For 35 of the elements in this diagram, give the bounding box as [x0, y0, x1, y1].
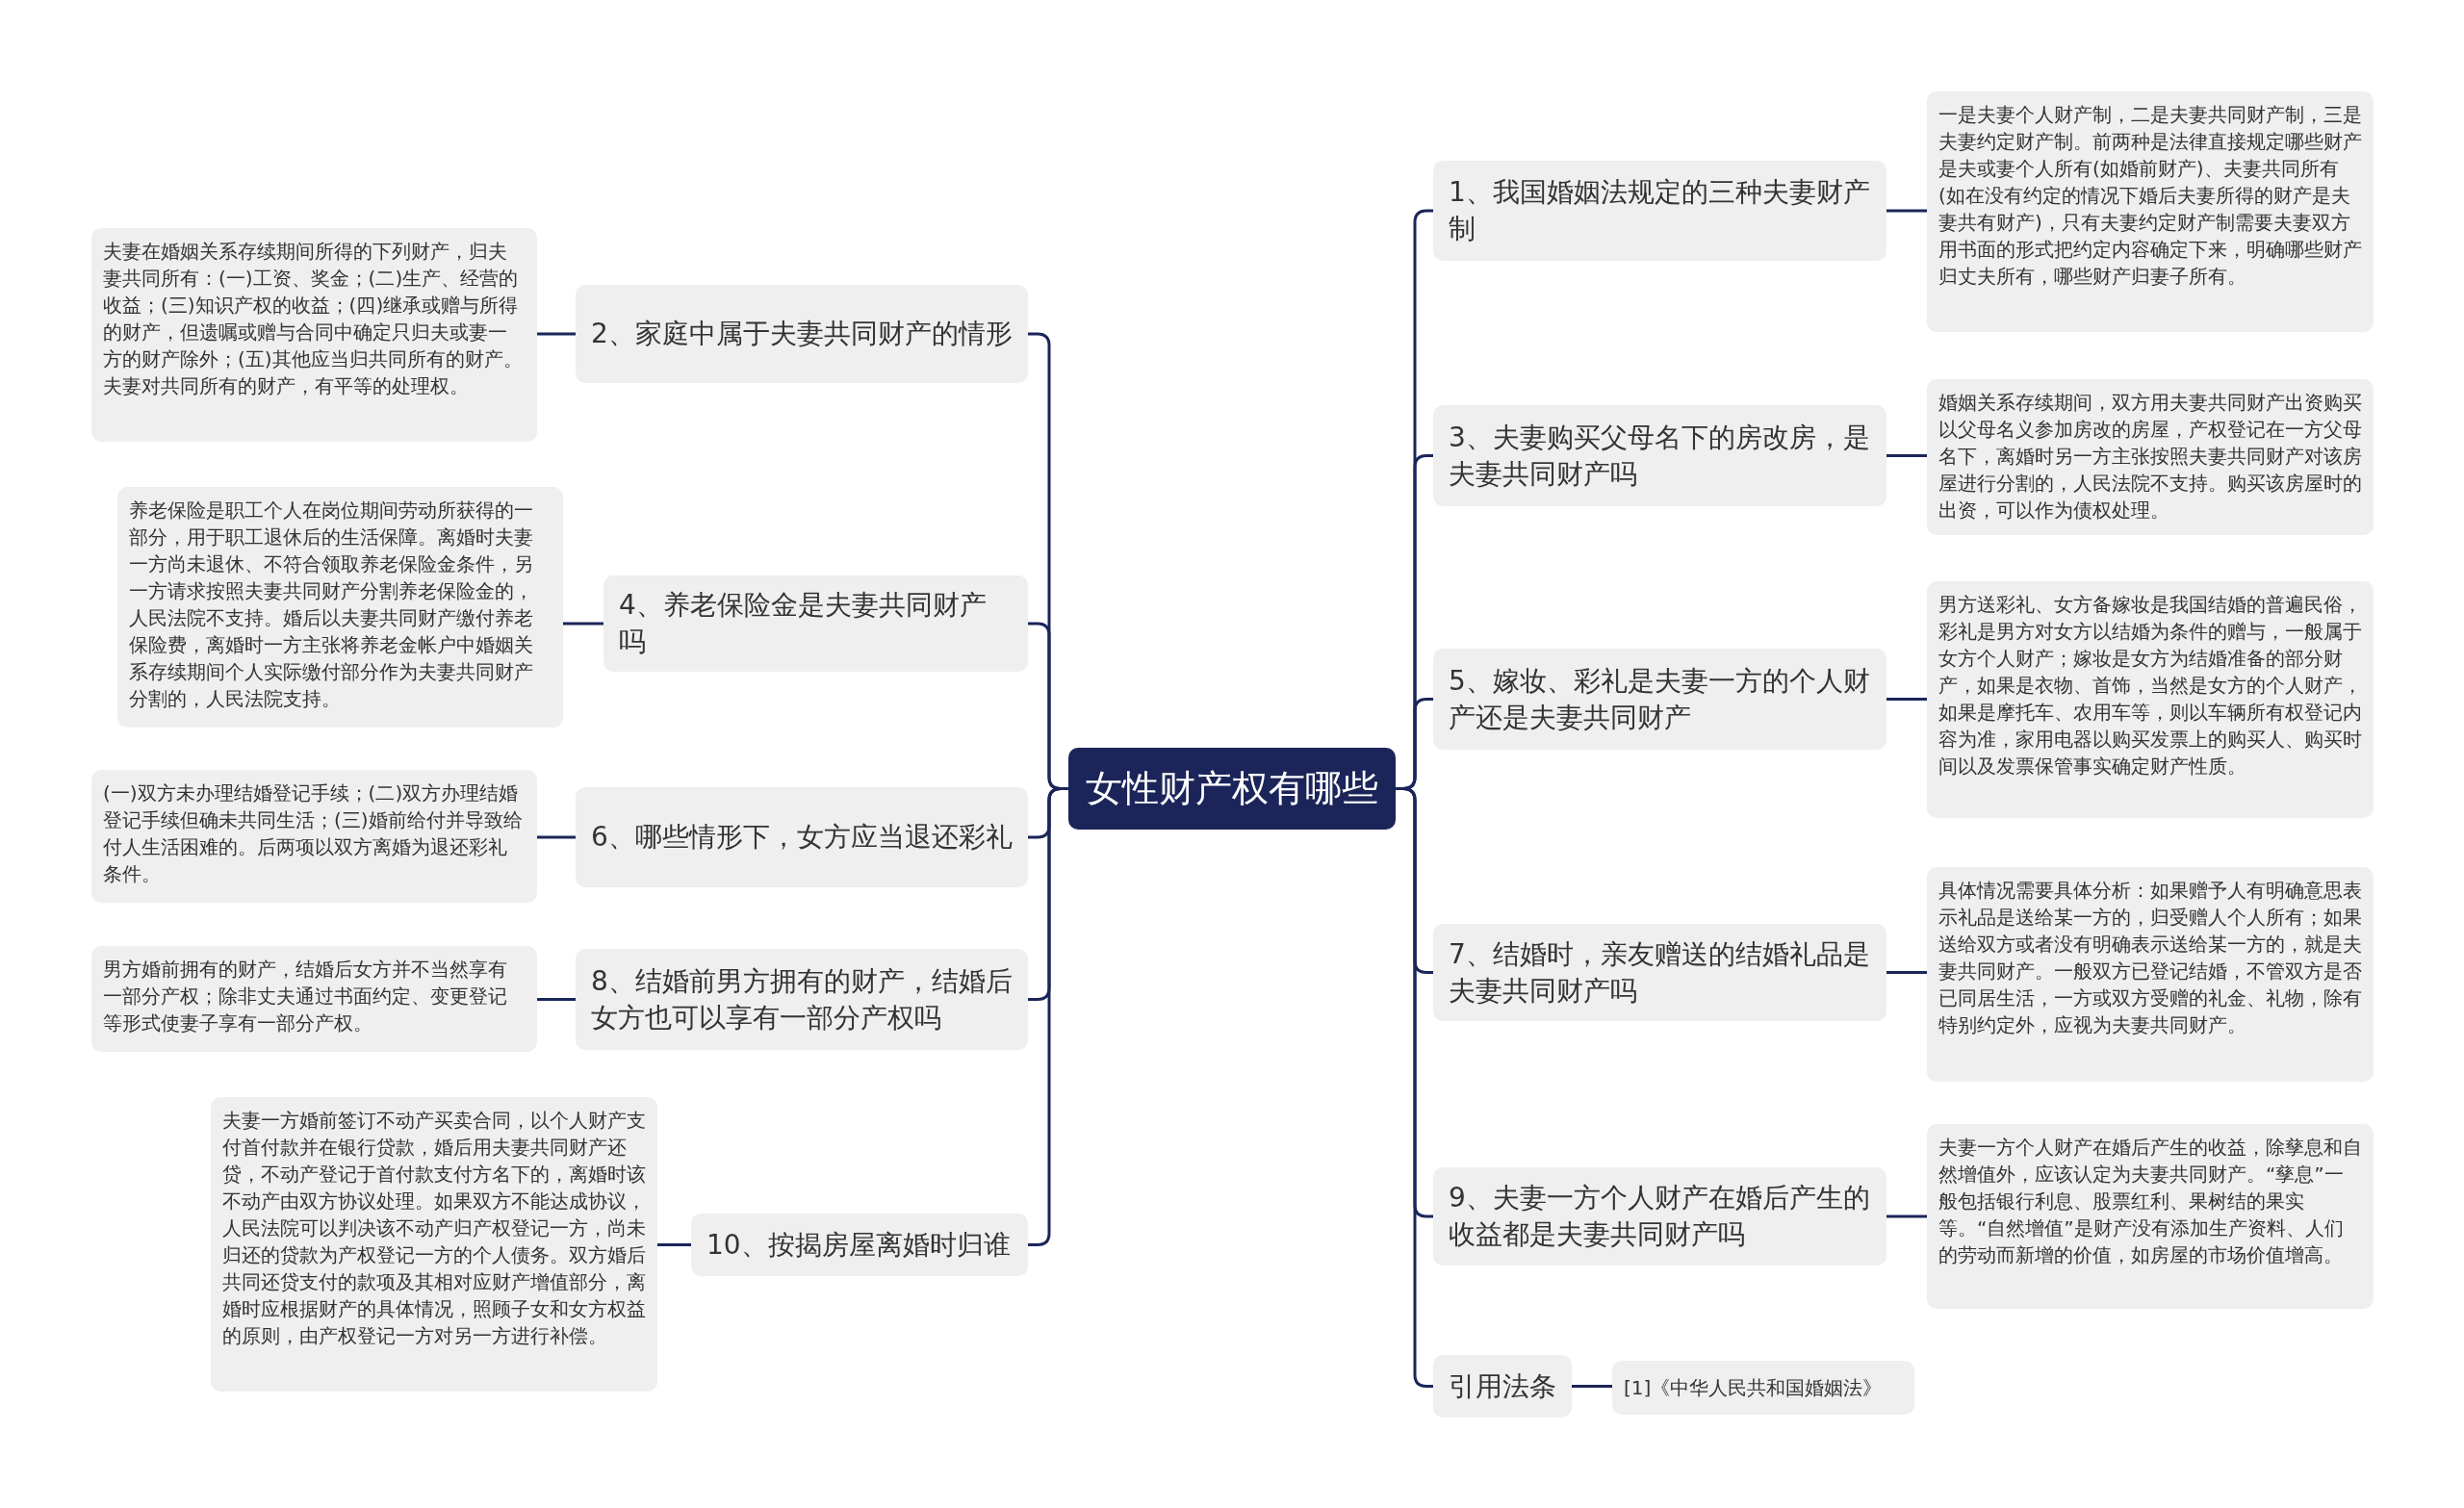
topic-box: 9、夫妻一方个人财产在婚后产生的收益都是夫妻共同财产吗 — [1433, 1167, 1886, 1265]
note-box: 男方送彩礼、女方备嫁妆是我国结婚的普遍民俗，彩礼是男方对女方以结婚为条件的赠与，一般属于女方个人财产；嫁妆是女方为结婚准备的部分财产，如果是衣物、首饰，当然是女方的个人财产，如果是摩托车、农用车等，则以车辆所有权登记内容为准，家用电器以购买发票上的购买人、购买时间以及发票保管事实确定财产性质。 — [1927, 581, 2374, 818]
topic-box: 5、嫁妆、彩礼是夫妻一方的个人财产还是夫妻共同财产 — [1433, 649, 1886, 750]
topic-box: 10、按揭房屋离婚时归谁 — [691, 1214, 1028, 1276]
note-box: 夫妻一方婚前签订不动产买卖合同，以个人财产支付首付款并在银行贷款，婚后用夫妻共同财产还贷，不动产登记于首付款支付方名下的，离婚时该不动产由双方协议处理。如果双方不能达成协议，人民法院可以判决该不动产归产权登记一方，尚未归还的贷款为产权登记一方的个人债务。双方婚后共同还贷支付的款项及其相对应财产增值部分，离婚时应根据财产的具体情况，照顾子女和女方权益的原则，由产权登记一方对另一方进行补偿。 — [211, 1097, 657, 1392]
connector-line — [1886, 971, 1927, 974]
connector-line — [563, 622, 603, 626]
note-box: 具体情况需要具体分析：如果赠予人有明确意思表示礼品是送给某一方的，归受赠人个人所有；如果送给双方或者没有明确表示送给某一方的，就是夫妻共同财产。一般双方已登记结婚，不管双方是否已同居生活，一方或双方受赠的礼金、礼物，除有特别约定外，应视为夫妻共同财产。 — [1927, 867, 2374, 1082]
connector-line — [1886, 454, 1927, 457]
connector-line — [1028, 787, 1068, 1246]
topic-box: 4、养老保险金是夫妻共同财产吗 — [603, 575, 1028, 672]
connector-line — [537, 332, 576, 336]
note-box: 婚姻关系存续期间，双方用夫妻共同财产出资购买以父母名义参加房改的房屋，产权登记在一方父母名下，离婚时另一方主张按照夫妻共同财产对该房屋进行分割的，人民法院不支持。购买该房屋时的出资，可以作为债权处理。 — [1927, 379, 2374, 535]
note-box: 一是夫妻个人财产制，二是夫妻共同财产制，三是夫妻约定财产制。前两种是法律直接规定哪些财产是夫或妻个人所有(如婚前财产)、夫妻共同所有(如在没有约定的情况下婚后夫妻所得的财产是夫妻共有财产)，只有夫妻约定财产制需要夫妻双方用书面的形式把约定内容确定下来，明确哪些财产归丈夫所有，哪些财产归妻子所有。 — [1927, 91, 2374, 332]
note-box: 夫妻一方个人财产在婚后产生的收益，除孳息和自然增值外，应该认定为夫妻共同财产。“孳息”一般包括银行利息、股票红利、果树结的果实等。“自然增值”是财产没有添加生产资料、人们的劳动而新增的价值，如房屋的市场价值增高。 — [1927, 1124, 2374, 1309]
connector-line — [537, 835, 576, 839]
topic-box: 7、结婚时，亲友赠送的结婚礼品是夫妻共同财产吗 — [1433, 924, 1886, 1021]
topic-box: 2、家庭中属于夫妻共同财产的情形 — [576, 285, 1028, 383]
note-box: 夫妻在婚姻关系存续期间所得的下列财产，归夫妻共同所有：(一)工资、奖金；(二)生产、经营的收益；(三)知识产权的收益；(四)继承或赠与所得的财产，但遗嘱或赠与合同中确定只归夫或妻一方的财产除外；(五)其他应当归共同所有的财产。夫妻对共同所有的财产，有平等的处理权。 — [91, 228, 537, 442]
central-topic-box: 女性财产权有哪些 — [1068, 748, 1396, 830]
connector-line — [537, 998, 576, 1001]
topic-box: 引用法条 — [1433, 1355, 1572, 1418]
connector-line — [1886, 698, 1927, 701]
connector-line — [1572, 1385, 1612, 1388]
topic-box: 6、哪些情形下，女方应当退还彩礼 — [576, 787, 1028, 887]
note-box: [1]《中华人民共和国婚姻法》 — [1612, 1361, 1914, 1415]
connector-line — [1886, 209, 1927, 213]
note-box: 养老保险是职工个人在岗位期间劳动所获得的一部分，用于职工退休后的生活保障。离婚时夫妻一方尚未退休、不符合领取养老保险金条件，另一方请求按照夫妻共同财产分割养老保险金的，人民法院不支持。婚后以夫妻共同财产缴付养老保险费，离婚时一方主张将养老金帐户中婚姻关系存续期间个人实际缴付部分作为夫妻共同财产分割的，人民法院支持。 — [117, 487, 563, 728]
topic-box: 8、结婚前男方拥有的财产，结婚后女方也可以享有一部分产权吗 — [576, 949, 1028, 1050]
note-box: (一)双方未办理结婚登记手续；(二)双方办理结婚登记手续但确未共同生活；(三)婚前给付并导致给付人生活困难的。后两项以双方离婚为退还彩礼条件。 — [91, 770, 537, 903]
note-box: 男方婚前拥有的财产，结婚后女方并不当然享有一部分产权；除非丈夫通过书面约定、变更登记等形式使妻子享有一部分产权。 — [91, 946, 537, 1052]
connector-line — [657, 1243, 691, 1246]
topic-box: 1、我国婚姻法规定的三种夫妻财产制 — [1433, 161, 1886, 261]
topic-box: 3、夫妻购买父母名下的房改房，是夫妻共同财产吗 — [1433, 405, 1886, 506]
connector-line — [1886, 1214, 1927, 1218]
